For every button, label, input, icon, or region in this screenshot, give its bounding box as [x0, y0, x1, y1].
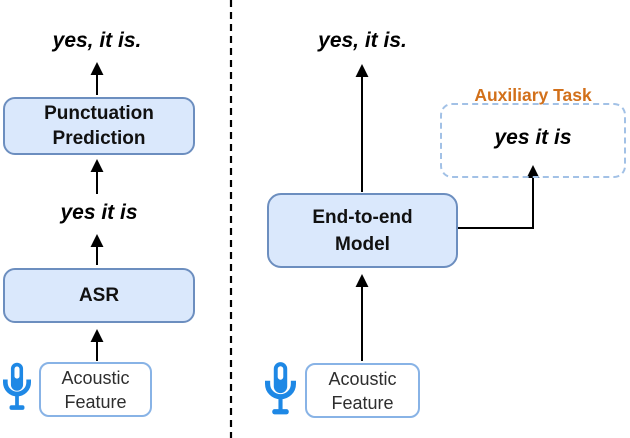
end-to-end-model-label-line1: End-to-end: [312, 206, 413, 228]
asr-box: ASR: [3, 268, 195, 323]
left-acoustic-feature-line1: Acoustic: [61, 367, 130, 388]
left-acoustic-feature-line2: Feature: [64, 391, 127, 412]
punctuation-prediction-label-line1: Punctuation: [44, 103, 154, 124]
punctuation-prediction-label-line2: Prediction: [52, 128, 146, 149]
punctuation-prediction-box: Punctuation Prediction: [3, 97, 195, 155]
auxiliary-output-text: yes it is: [494, 126, 572, 149]
right-acoustic-feature-box: Acoustic Feature: [305, 363, 420, 418]
microphone-icon: [3, 362, 31, 410]
end-to-end-model-label-line2: Model: [335, 233, 390, 255]
asr-label: ASR: [78, 285, 120, 306]
right-final-output-text: yes, it is.: [318, 29, 407, 52]
left-asr-output-text: yes it is: [60, 201, 138, 224]
left-final-output-text: yes, it is.: [52, 29, 142, 52]
left-acoustic-feature-box: Acoustic Feature: [39, 362, 152, 417]
right-acoustic-feature-line2: Feature: [331, 392, 394, 413]
elbow-model-to-auxiliary: [458, 165, 540, 229]
end-to-end-model-box: End-to-end Model: [267, 193, 458, 268]
auxiliary-task-label: Auxiliary Task: [474, 85, 592, 105]
microphone-icon: [265, 362, 296, 415]
right-acoustic-feature-line1: Acoustic: [328, 368, 397, 389]
